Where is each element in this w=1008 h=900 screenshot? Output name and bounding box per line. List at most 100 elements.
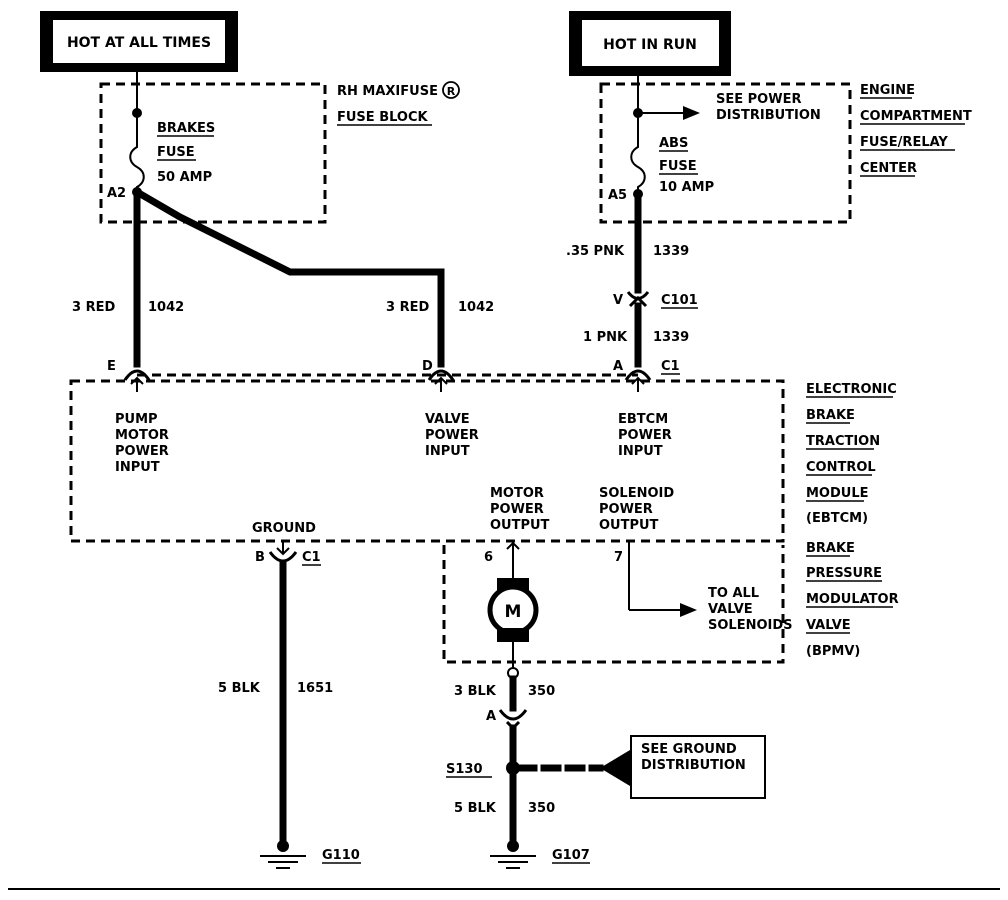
a2-terminal-label: A2: [107, 186, 126, 201]
pump-wire-gauge: 3 RED: [72, 300, 115, 315]
ebtcm-input-3: INPUT: [618, 444, 663, 459]
abs-fuse-name: ABS: [659, 136, 688, 151]
pin-a-label: A: [613, 359, 623, 374]
bpmv-title-1: BRAKE: [806, 541, 855, 556]
engine-fuse-center-outline: [599, 82, 852, 224]
c1-bottom-label: C1: [302, 550, 321, 565]
brakes-fuse-rating: 50 AMP: [157, 170, 212, 185]
splice-ground-circuit: 350: [528, 801, 555, 816]
g107-ground-icon: [490, 840, 536, 869]
valve-power-wire: [132, 187, 445, 368]
hot-in-run-box: HOT IN RUN: [569, 11, 731, 76]
engine-center-title-2: COMPARTMENT: [860, 109, 972, 124]
ebtcm-upper-circuit: 1339: [653, 244, 689, 259]
engine-center-title-3: FUSE/RELAY: [860, 135, 948, 150]
solenoid-output-2: POWER: [599, 502, 653, 517]
pin-e-label: E: [107, 359, 116, 374]
abs-fuse-icon: [630, 113, 646, 194]
pump-input-3: POWER: [115, 444, 169, 459]
ebtcm-abbrev: (EBTCM): [806, 511, 868, 526]
hot-in-run-label: HOT IN RUN: [603, 37, 697, 53]
registered-mark-icon: [442, 81, 460, 99]
bpmv-abbrev: (BPMV): [806, 644, 860, 659]
bpmv-outline: [442, 545, 785, 664]
bpmv-title-2: PRESSURE: [806, 566, 882, 581]
brakes-fuse-name: BRAKES: [157, 121, 215, 136]
motor-icon: [487, 578, 539, 642]
valve-input-2: POWER: [425, 428, 479, 443]
see-ground-label-1: SEE GROUND: [641, 742, 737, 757]
ebtcm-input-1: EBTCM: [618, 412, 668, 427]
pin-d-label: D: [422, 359, 433, 374]
ebtcm-lower-gauge: 1 PNK: [583, 330, 628, 345]
valve-input-1: VALVE: [425, 412, 470, 427]
motor-connector-pin-label: A: [486, 709, 496, 724]
see-power-arrow-icon: [683, 106, 700, 120]
hot-at-all-times-box: HOT AT ALL TIMES: [40, 11, 238, 72]
ebtcm-title-2: BRAKE: [806, 408, 855, 423]
g107-label: G107: [552, 848, 590, 863]
pin-b-label: B: [255, 550, 265, 565]
ebtcm-input-2: POWER: [618, 428, 672, 443]
pin-b-connector-icon: [268, 541, 298, 563]
to-all-1: TO ALL: [708, 586, 759, 601]
fuse-block-title: FUSE BLOCK: [337, 110, 429, 125]
to-solenoids-arrow-icon: [680, 603, 697, 617]
motor-ground-circuit: 350: [528, 684, 555, 699]
motor-output-3: OUTPUT: [490, 518, 550, 533]
ebtcm-title-1: ELECTRONIC: [806, 382, 897, 397]
see-ground-arrow-icon: [600, 750, 630, 786]
engine-center-title-1: ENGINE: [860, 83, 915, 98]
bpmv-title-4: VALVE: [806, 618, 851, 633]
ebtcm-upper-gauge: .35 PNK: [566, 244, 625, 259]
valve-wire-gauge: 3 RED: [386, 300, 429, 315]
s130-label: S130: [446, 762, 483, 777]
pump-wire-circuit: 1042: [148, 300, 184, 315]
ebtcm-outline: [69, 379, 785, 543]
pin-7-label: 7: [614, 550, 623, 565]
g110-ground-icon: [260, 840, 306, 869]
pin-6-label: 6: [484, 550, 493, 565]
splice-ground-gauge: 5 BLK: [454, 801, 497, 816]
ground-label: GROUND: [252, 521, 316, 536]
abs-fuse-rating: 10 AMP: [659, 180, 714, 195]
solenoid-output-1: SOLENOID: [599, 486, 674, 501]
solenoid-output-3: OUTPUT: [599, 518, 659, 533]
c101-label: C101: [661, 293, 698, 308]
g110-label: G110: [322, 848, 360, 863]
motor-ground-gauge: 3 BLK: [454, 684, 497, 699]
pump-input-4: INPUT: [115, 460, 160, 475]
c101-pin-label: V: [613, 293, 623, 308]
see-power-label-2: DISTRIBUTION: [716, 108, 821, 123]
motor-letter: M: [505, 602, 522, 622]
to-all-2: VALVE: [708, 602, 753, 617]
motor-output-1: MOTOR: [490, 486, 544, 501]
see-ground-label-2: DISTRIBUTION: [641, 758, 746, 773]
maxifuse-title: RH MAXIFUSE: [337, 84, 438, 99]
ebtcm-lower-circuit: 1339: [653, 330, 689, 345]
brakes-fuse-icon: [129, 113, 145, 192]
registered-mark-letter: R: [447, 85, 456, 98]
hot-at-all-times-label: HOT AT ALL TIMES: [67, 35, 211, 51]
maxifuse-block-outline: [99, 82, 327, 224]
ground-wire-gauge: 5 BLK: [218, 681, 261, 696]
to-all-3: SOLENOIDS: [708, 618, 793, 633]
valve-wire-circuit: 1042: [458, 300, 494, 315]
ebtcm-title-4: CONTROL: [806, 460, 876, 475]
bpmv-title-3: MODULATOR: [806, 592, 899, 607]
pump-input-1: PUMP: [115, 412, 158, 427]
motor-output-2: POWER: [490, 502, 544, 517]
ebtcm-title-3: TRACTION: [806, 434, 880, 449]
see-ground-box: [630, 735, 766, 799]
engine-center-title-4: CENTER: [860, 161, 917, 176]
a5-terminal-label: A5: [608, 188, 627, 203]
ground-wire-circuit: 1651: [297, 681, 333, 696]
see-power-label-1: SEE POWER: [716, 92, 801, 107]
ebtcm-title-5: MODULE: [806, 486, 869, 501]
valve-input-3: INPUT: [425, 444, 470, 459]
pump-input-2: MOTOR: [115, 428, 169, 443]
c1-top-label: C1: [661, 359, 680, 374]
brakes-fuse-word: FUSE: [157, 145, 195, 160]
abs-fuse-word: FUSE: [659, 159, 697, 174]
